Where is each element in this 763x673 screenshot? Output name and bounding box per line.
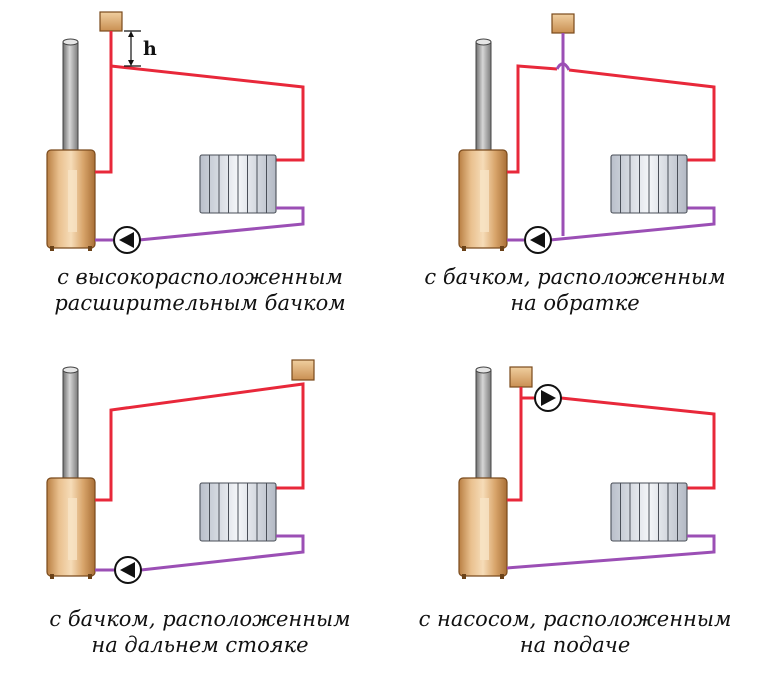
panel-high-tank: h: [46, 11, 305, 254]
return-pipe: [95, 534, 305, 572]
boiler: [458, 477, 508, 579]
supply-pipe: [507, 387, 716, 502]
caption-tank-far-riser: с бачком, расположенным на дальнем стояк…: [20, 606, 380, 658]
chimney: [62, 38, 79, 155]
return-pipe: [507, 33, 716, 242]
radiator: [199, 482, 277, 542]
pump: [114, 556, 142, 584]
return-pipe: [506, 534, 716, 570]
supply-pipe: [95, 31, 305, 174]
caption-tank-on-return: с бачком, расположенным на обратке: [395, 264, 755, 316]
radiator: [199, 154, 277, 214]
caption-line-2: расширительным бачком: [54, 291, 346, 315]
boiler: [458, 149, 508, 251]
panel-pump-on-supply: [458, 366, 716, 579]
caption-high-tank: с высокорасположенным расширительным бач…: [20, 264, 380, 316]
height-marker: h: [124, 30, 157, 67]
expansion-tank: [551, 13, 575, 34]
radiator: [610, 154, 688, 214]
caption-line-1: с высокорасположенным: [57, 265, 343, 289]
chimney: [475, 38, 492, 155]
caption-line-2: на обратке: [510, 291, 640, 315]
caption-line-1: с бачком, расположенным: [424, 265, 726, 289]
caption-pump-on-supply: с насосом, расположенным на подаче: [395, 606, 755, 658]
return-pipe: [95, 206, 305, 242]
panel-tank-far-riser: [46, 359, 315, 584]
expansion-tank: [99, 11, 123, 32]
pump: [113, 226, 141, 254]
caption-line-1: с насосом, расположенным: [418, 607, 732, 631]
caption-line-2: на дальнем стояке: [91, 633, 309, 657]
caption-line-2: на подаче: [519, 633, 631, 657]
expansion-tank: [291, 359, 315, 381]
pump: [534, 384, 562, 412]
panel-tank-on-return: [458, 13, 716, 254]
height-label: h: [143, 38, 157, 60]
caption-line-1: с бачком, расположенным: [49, 607, 351, 631]
chimney: [62, 366, 79, 483]
chimney: [475, 366, 492, 483]
boiler: [46, 477, 96, 579]
supply-pipe: [95, 382, 305, 502]
radiator: [610, 482, 688, 542]
boiler: [46, 149, 96, 251]
expansion-tank: [509, 366, 533, 388]
pump: [524, 226, 552, 254]
